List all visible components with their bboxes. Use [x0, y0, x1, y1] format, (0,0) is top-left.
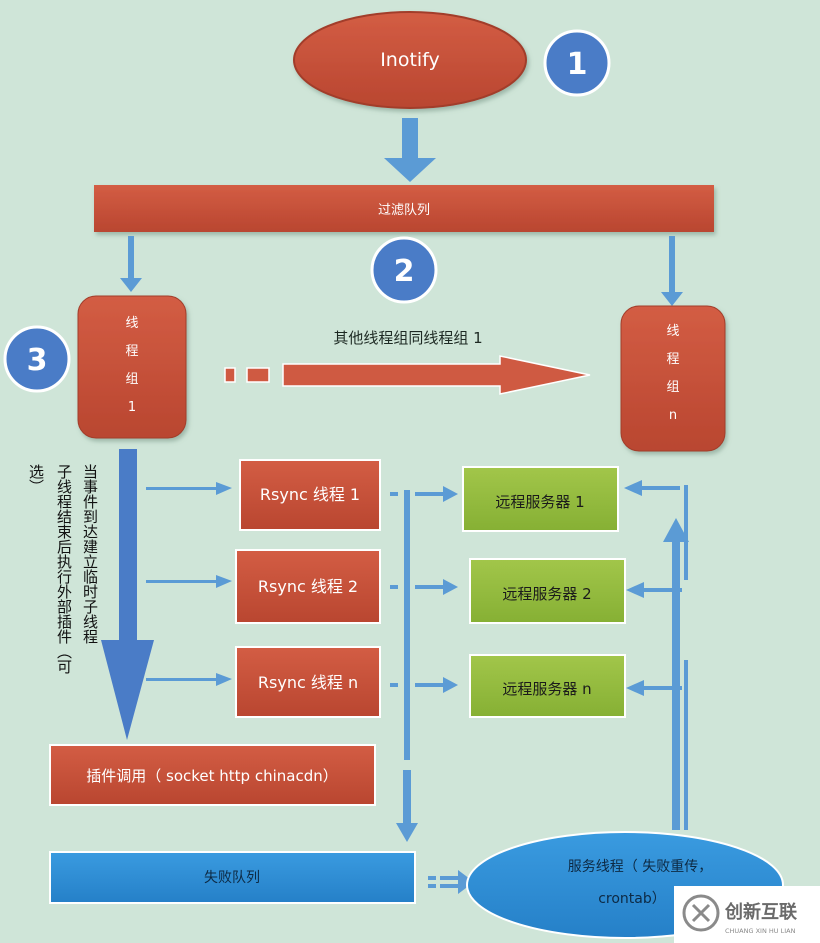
svg-text:Rsync 线程 1: Rsync 线程 1 — [260, 485, 360, 504]
rsync-thread-1: Rsync 线程 1 — [239, 459, 381, 531]
arrow-rsync2-to-server2 — [390, 579, 458, 595]
arrow-to-rsync-n — [146, 673, 232, 686]
rsync-thread-2: Rsync 线程 2 — [235, 549, 381, 624]
svg-text:选）: 选） — [27, 464, 45, 494]
vertical-note: 当事件到达建立临时子线程 子线程结束后执行外部插件（可 选） — [27, 464, 99, 674]
filter-queue-label: 过滤队列 — [378, 203, 430, 218]
arrow-inotify-to-filter — [384, 118, 436, 182]
svg-text:程: 程 — [666, 352, 679, 367]
svg-text:线: 线 — [666, 324, 679, 339]
thread-group-n: 线 程 组 n — [620, 305, 726, 452]
svg-text:2: 2 — [394, 254, 415, 289]
plugin-call-box: 插件调用（ socket http chinacdn） — [49, 744, 376, 806]
arrow-to-rsync-1 — [146, 482, 232, 495]
arrow-retry-to-servern — [626, 680, 682, 696]
svg-text:Rsync 线程 2: Rsync 线程 2 — [258, 577, 358, 596]
watermark-text-cn: 创新互联 — [724, 901, 797, 923]
filter-queue-bar: 过滤队列 — [94, 185, 714, 232]
arrow-rsync1-to-server1 — [390, 486, 458, 502]
svg-text:当事件到达建立临时子线程: 当事件到达建立临时子线程 — [81, 464, 99, 644]
arrow-group1-to-plugin — [101, 449, 154, 740]
svg-text:程: 程 — [125, 344, 138, 359]
fail-queue-box: 失败队列 — [49, 851, 416, 904]
arrow-retry-to-server1 — [624, 480, 680, 496]
svg-text:远程服务器 2: 远程服务器 2 — [502, 585, 591, 603]
svg-text:n: n — [669, 408, 677, 423]
remote-server-n: 远程服务器 n — [469, 654, 626, 718]
logo-icon — [682, 894, 720, 932]
arrow-filter-to-group1 — [120, 236, 142, 292]
remote-server-2: 远程服务器 2 — [469, 558, 626, 624]
arrow-rsyncn-to-servern — [390, 677, 458, 693]
watermark-logo: 创新互联 CHUANG XIN HU LIAN — [674, 886, 820, 943]
thread-group-1: 线 程 组 1 — [77, 295, 187, 439]
arrow-retry-to-server2 — [626, 582, 682, 598]
arrow-service-to-servers — [663, 485, 689, 830]
svg-text:远程服务器 n: 远程服务器 n — [502, 680, 591, 698]
arrow-group1-to-groupn — [224, 355, 591, 395]
inotify-label: Inotify — [380, 49, 440, 71]
arrow-to-rsync-2 — [146, 575, 232, 588]
svg-text:Rsync 线程 n: Rsync 线程 n — [258, 673, 358, 692]
inotify-node: Inotify — [293, 11, 527, 109]
arrow-filter-to-groupn — [661, 236, 683, 306]
svg-text:服务线程（ 失败重传，: 服务线程（ 失败重传， — [568, 859, 712, 875]
svg-text:线: 线 — [125, 316, 138, 331]
svg-text:crontab）: crontab） — [598, 891, 666, 907]
svg-text:失败队列: 失败队列 — [204, 870, 260, 886]
svg-text:3: 3 — [27, 343, 48, 378]
other-groups-note: 其他线程组同线程组 1 — [333, 329, 482, 347]
step-badge-3: 3 — [3, 325, 71, 393]
svg-text:子线程结束后执行外部插件（可: 子线程结束后执行外部插件（可 — [55, 464, 73, 674]
svg-text:远程服务器 1: 远程服务器 1 — [495, 493, 584, 511]
svg-text:组: 组 — [666, 380, 679, 395]
svg-text:组: 组 — [125, 372, 138, 387]
svg-text:1: 1 — [128, 400, 136, 415]
step-badge-1: 1 — [543, 29, 611, 97]
svg-text:1: 1 — [567, 47, 588, 82]
svg-text:插件调用（ socket http chinacdn）: 插件调用（ socket http chinacdn） — [86, 767, 338, 785]
arrow-to-fail-queue — [396, 490, 418, 842]
step-badge-2: 2 — [370, 236, 438, 304]
rsync-thread-n: Rsync 线程 n — [235, 646, 381, 718]
remote-server-1: 远程服务器 1 — [462, 466, 619, 532]
watermark-text-en: CHUANG XIN HU LIAN — [725, 927, 796, 935]
arrow-fail-to-service — [428, 870, 474, 894]
